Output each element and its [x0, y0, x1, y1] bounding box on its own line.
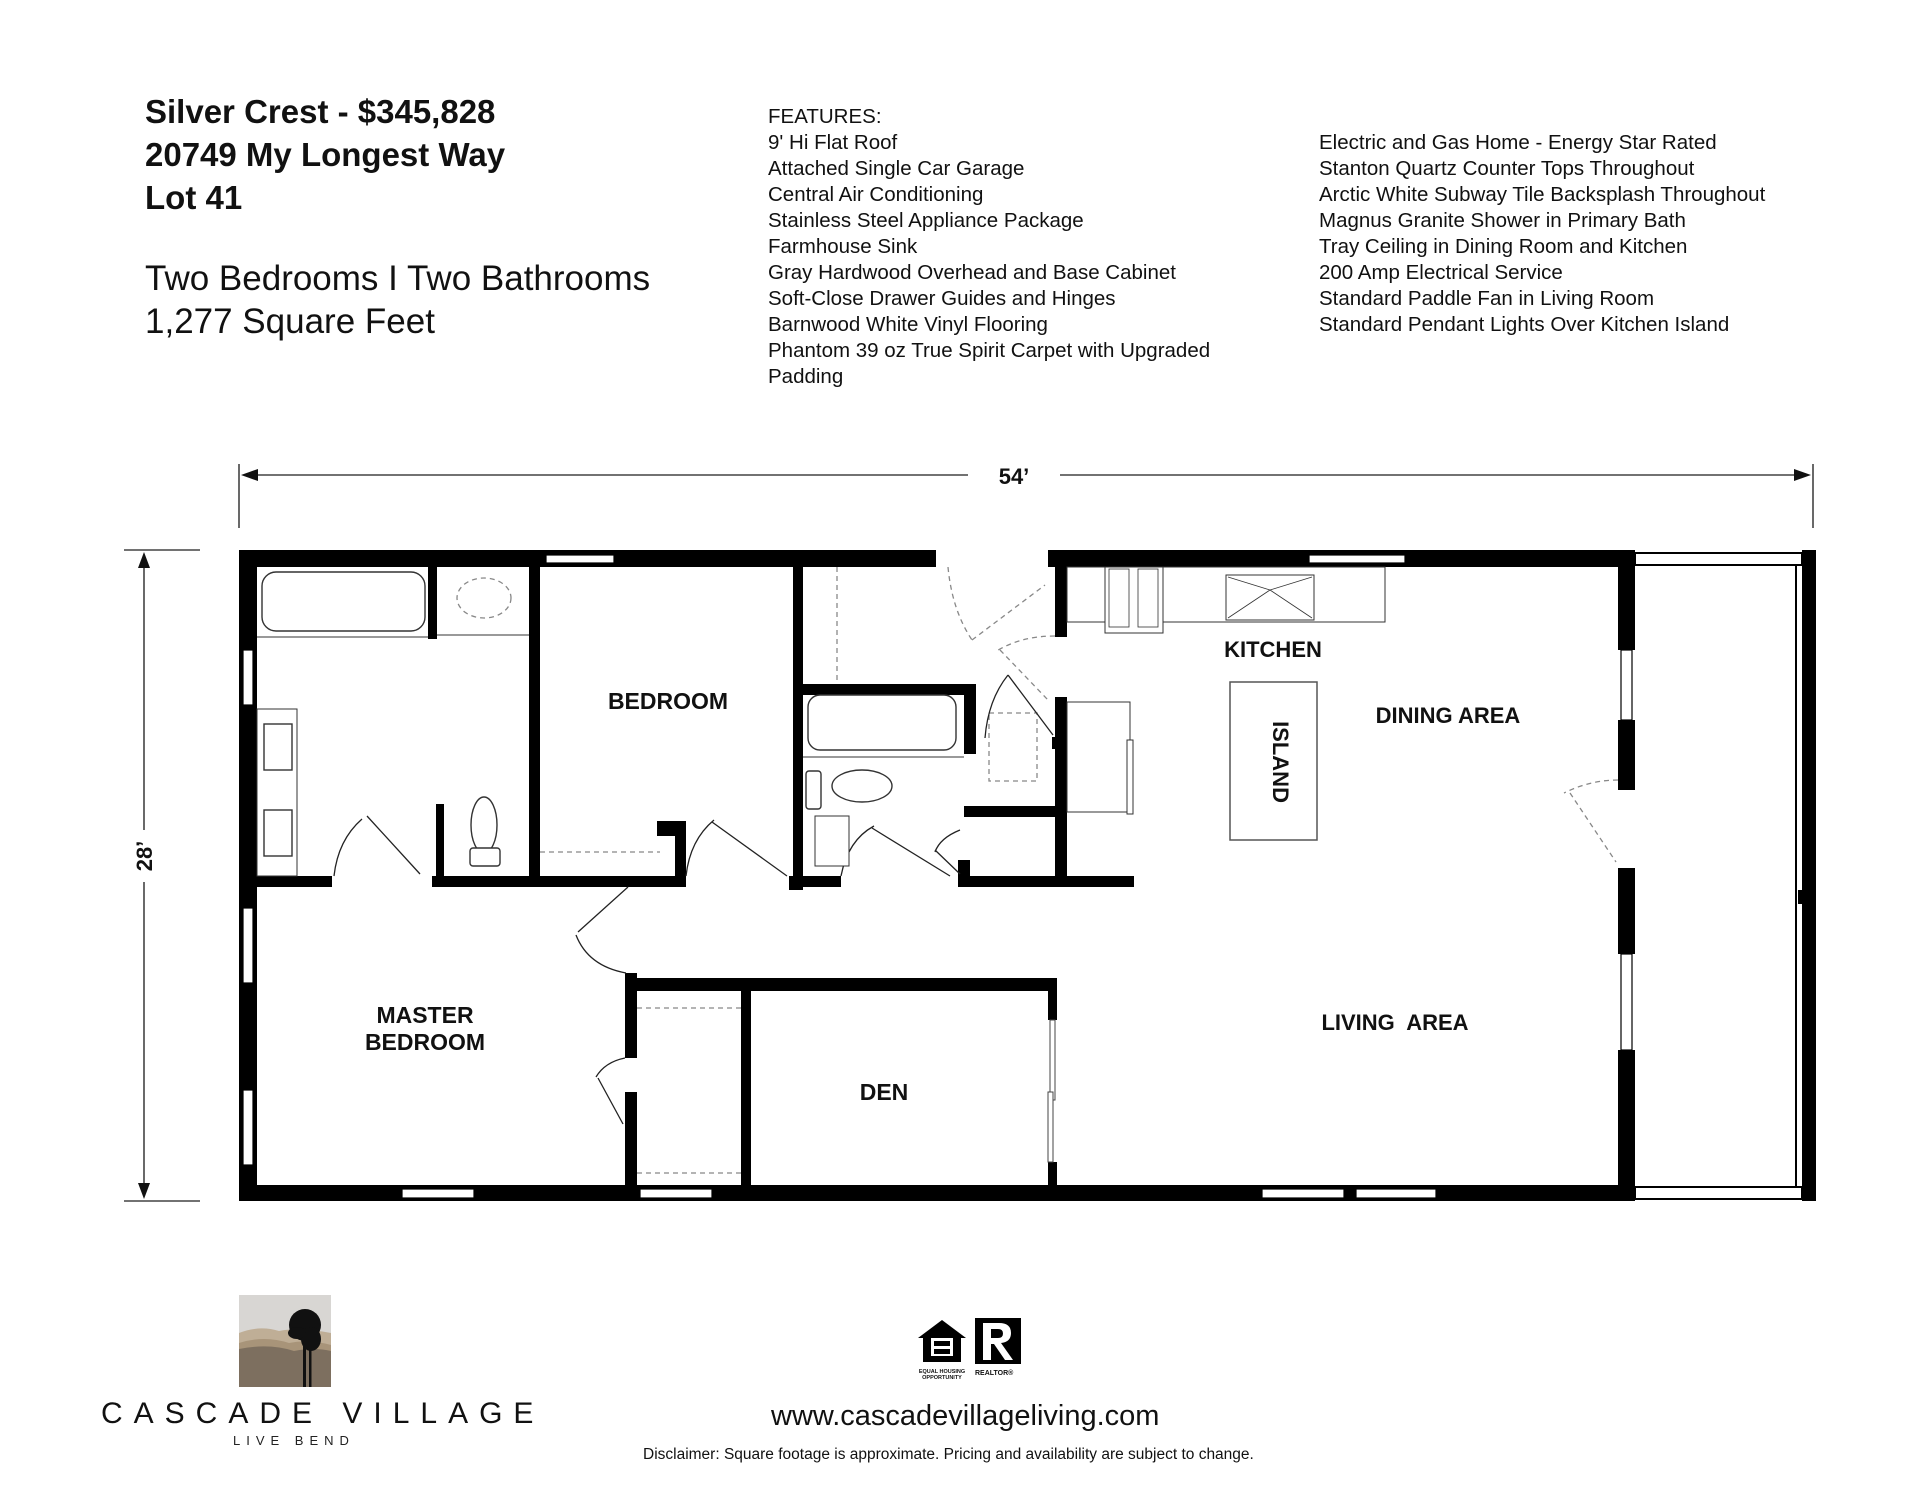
room-label-kitchen: KITCHEN	[1224, 637, 1322, 662]
room-label-island: ISLAND	[1268, 721, 1293, 803]
feature-item: Standard Paddle Fan in Living Room	[1319, 287, 1655, 310]
windows	[242, 554, 1633, 1199]
door-swings	[333, 674, 1054, 1125]
feature-item: Standard Pendant Lights Over Kitchen Isl…	[1319, 313, 1730, 336]
features-column-1: FEATURES: 9' Hi Flat Roof Attached Singl…	[768, 104, 1210, 390]
realtor-icon: REALTOR®	[975, 1318, 1023, 1378]
address: 20749 My Longest Way	[145, 136, 506, 173]
den-sliding-door	[1047, 1019, 1056, 1163]
features-heading: FEATURES:	[768, 105, 882, 128]
width-dimension	[238, 464, 1814, 528]
features-column-2: Electric and Gas Home - Energy Star Rate…	[1319, 130, 1765, 338]
fixtures	[256, 566, 1386, 877]
feature-item: Padding	[768, 365, 844, 388]
master-tub	[261, 571, 426, 632]
mountain-tree-icon	[239, 1295, 331, 1387]
model-price: Silver Crest - $345,828	[145, 93, 496, 130]
lot-number: Lot 41	[145, 179, 243, 216]
hall-tub	[807, 694, 957, 751]
feature-item: 9' Hi Flat Roof	[768, 131, 898, 154]
width-label: 54’	[999, 464, 1030, 489]
feature-item: Tray Ceiling in Dining Room and Kitchen	[1319, 235, 1688, 258]
feature-item: Stanton Quartz Counter Tops Throughout	[1319, 157, 1695, 180]
cascade-village-logo-mark	[239, 1295, 331, 1387]
feature-item: Barnwood White Vinyl Flooring	[768, 313, 1048, 336]
listing-header: Silver Crest - $345,828 20749 My Longest…	[145, 90, 650, 343]
realtor-label: REALTOR®	[975, 1370, 1014, 1377]
depth-dimension	[124, 549, 200, 1202]
feature-item: Electric and Gas Home - Energy Star Rate…	[1319, 131, 1717, 154]
kitchen-island	[1229, 681, 1318, 841]
brand-name: CASCADE VILLAGE	[101, 1397, 545, 1430]
square-footage: 1,277 Square Feet	[145, 302, 435, 341]
room-label-master-1: MASTER	[376, 1002, 474, 1028]
room-label-living: LIVING AREA	[1321, 1010, 1468, 1035]
feature-item: Soft-Close Drawer Guides and Hinges	[768, 287, 1116, 310]
feature-item: Attached Single Car Garage	[768, 157, 1025, 180]
feature-item: Farmhouse Sink	[768, 235, 918, 258]
room-label-master-2: BEDROOM	[365, 1029, 485, 1055]
room-label-dining: DINING AREA	[1376, 703, 1521, 728]
feature-item: Central Air Conditioning	[768, 183, 984, 206]
equal-housing-icon: EQUAL HOUSING OPPORTUNITY	[916, 1318, 968, 1381]
feature-item: Phantom 39 oz True Spirit Carpet with Up…	[768, 339, 1211, 362]
disclaimer-text: Disclaimer: Square footage is approximat…	[643, 1446, 1254, 1463]
brand-tagline: LIVE BEND	[233, 1433, 355, 1448]
room-label-bedroom: BEDROOM	[608, 688, 728, 714]
interior-walls	[257, 567, 1134, 1185]
feature-item: 200 Amp Electrical Service	[1319, 261, 1563, 284]
bed-bath-summary: Two Bedrooms I Two Bathrooms	[145, 259, 651, 298]
depth-label: 28’	[132, 841, 157, 872]
feature-item: Arctic White Subway Tile Backsplash Thro…	[1319, 183, 1766, 206]
feature-item: Magnus Granite Shower in Primary Bath	[1319, 209, 1686, 232]
feature-item: Gray Hardwood Overhead and Base Cabinet	[768, 261, 1176, 284]
dashed-lines	[456, 566, 1619, 1174]
eho-label-2: OPPORTUNITY	[922, 1375, 962, 1381]
exterior-walls	[239, 550, 1816, 1201]
website-link[interactable]: www.cascadevillageliving.com	[771, 1400, 1160, 1432]
room-label-den: DEN	[860, 1079, 909, 1105]
garage-outline	[1634, 552, 1803, 1200]
feature-item: Stainless Steel Appliance Package	[768, 209, 1084, 232]
eho-label-1: EQUAL HOUSING	[918, 1369, 966, 1375]
